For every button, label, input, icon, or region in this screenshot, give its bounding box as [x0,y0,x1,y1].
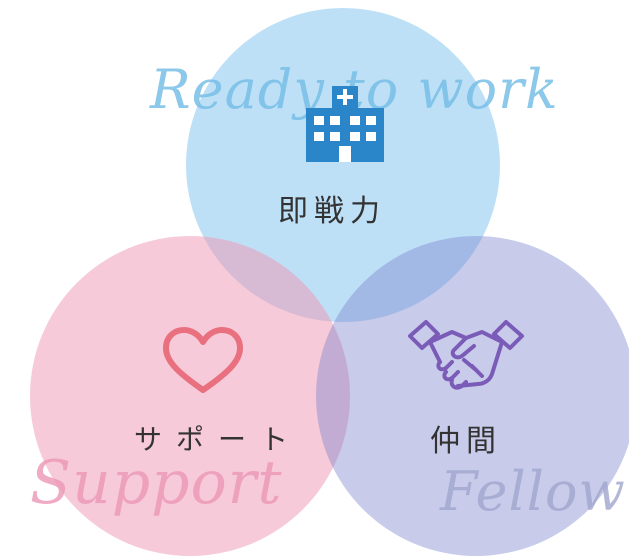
support-label: サポート [134,423,303,456]
ready-to-work-label: 即戦力 [278,194,386,229]
hospital-icon [306,86,384,162]
support-circle [30,236,350,556]
heart-icon [163,327,243,393]
support-script-text: Support [30,448,283,518]
fellow-label: 仲間 [430,424,502,459]
venn-diagram: Ready to work Support Fellow [30,8,629,556]
fellow-circle [316,236,629,556]
handshake-icon [408,320,524,390]
fellow-script-text: Fellow [440,460,626,523]
